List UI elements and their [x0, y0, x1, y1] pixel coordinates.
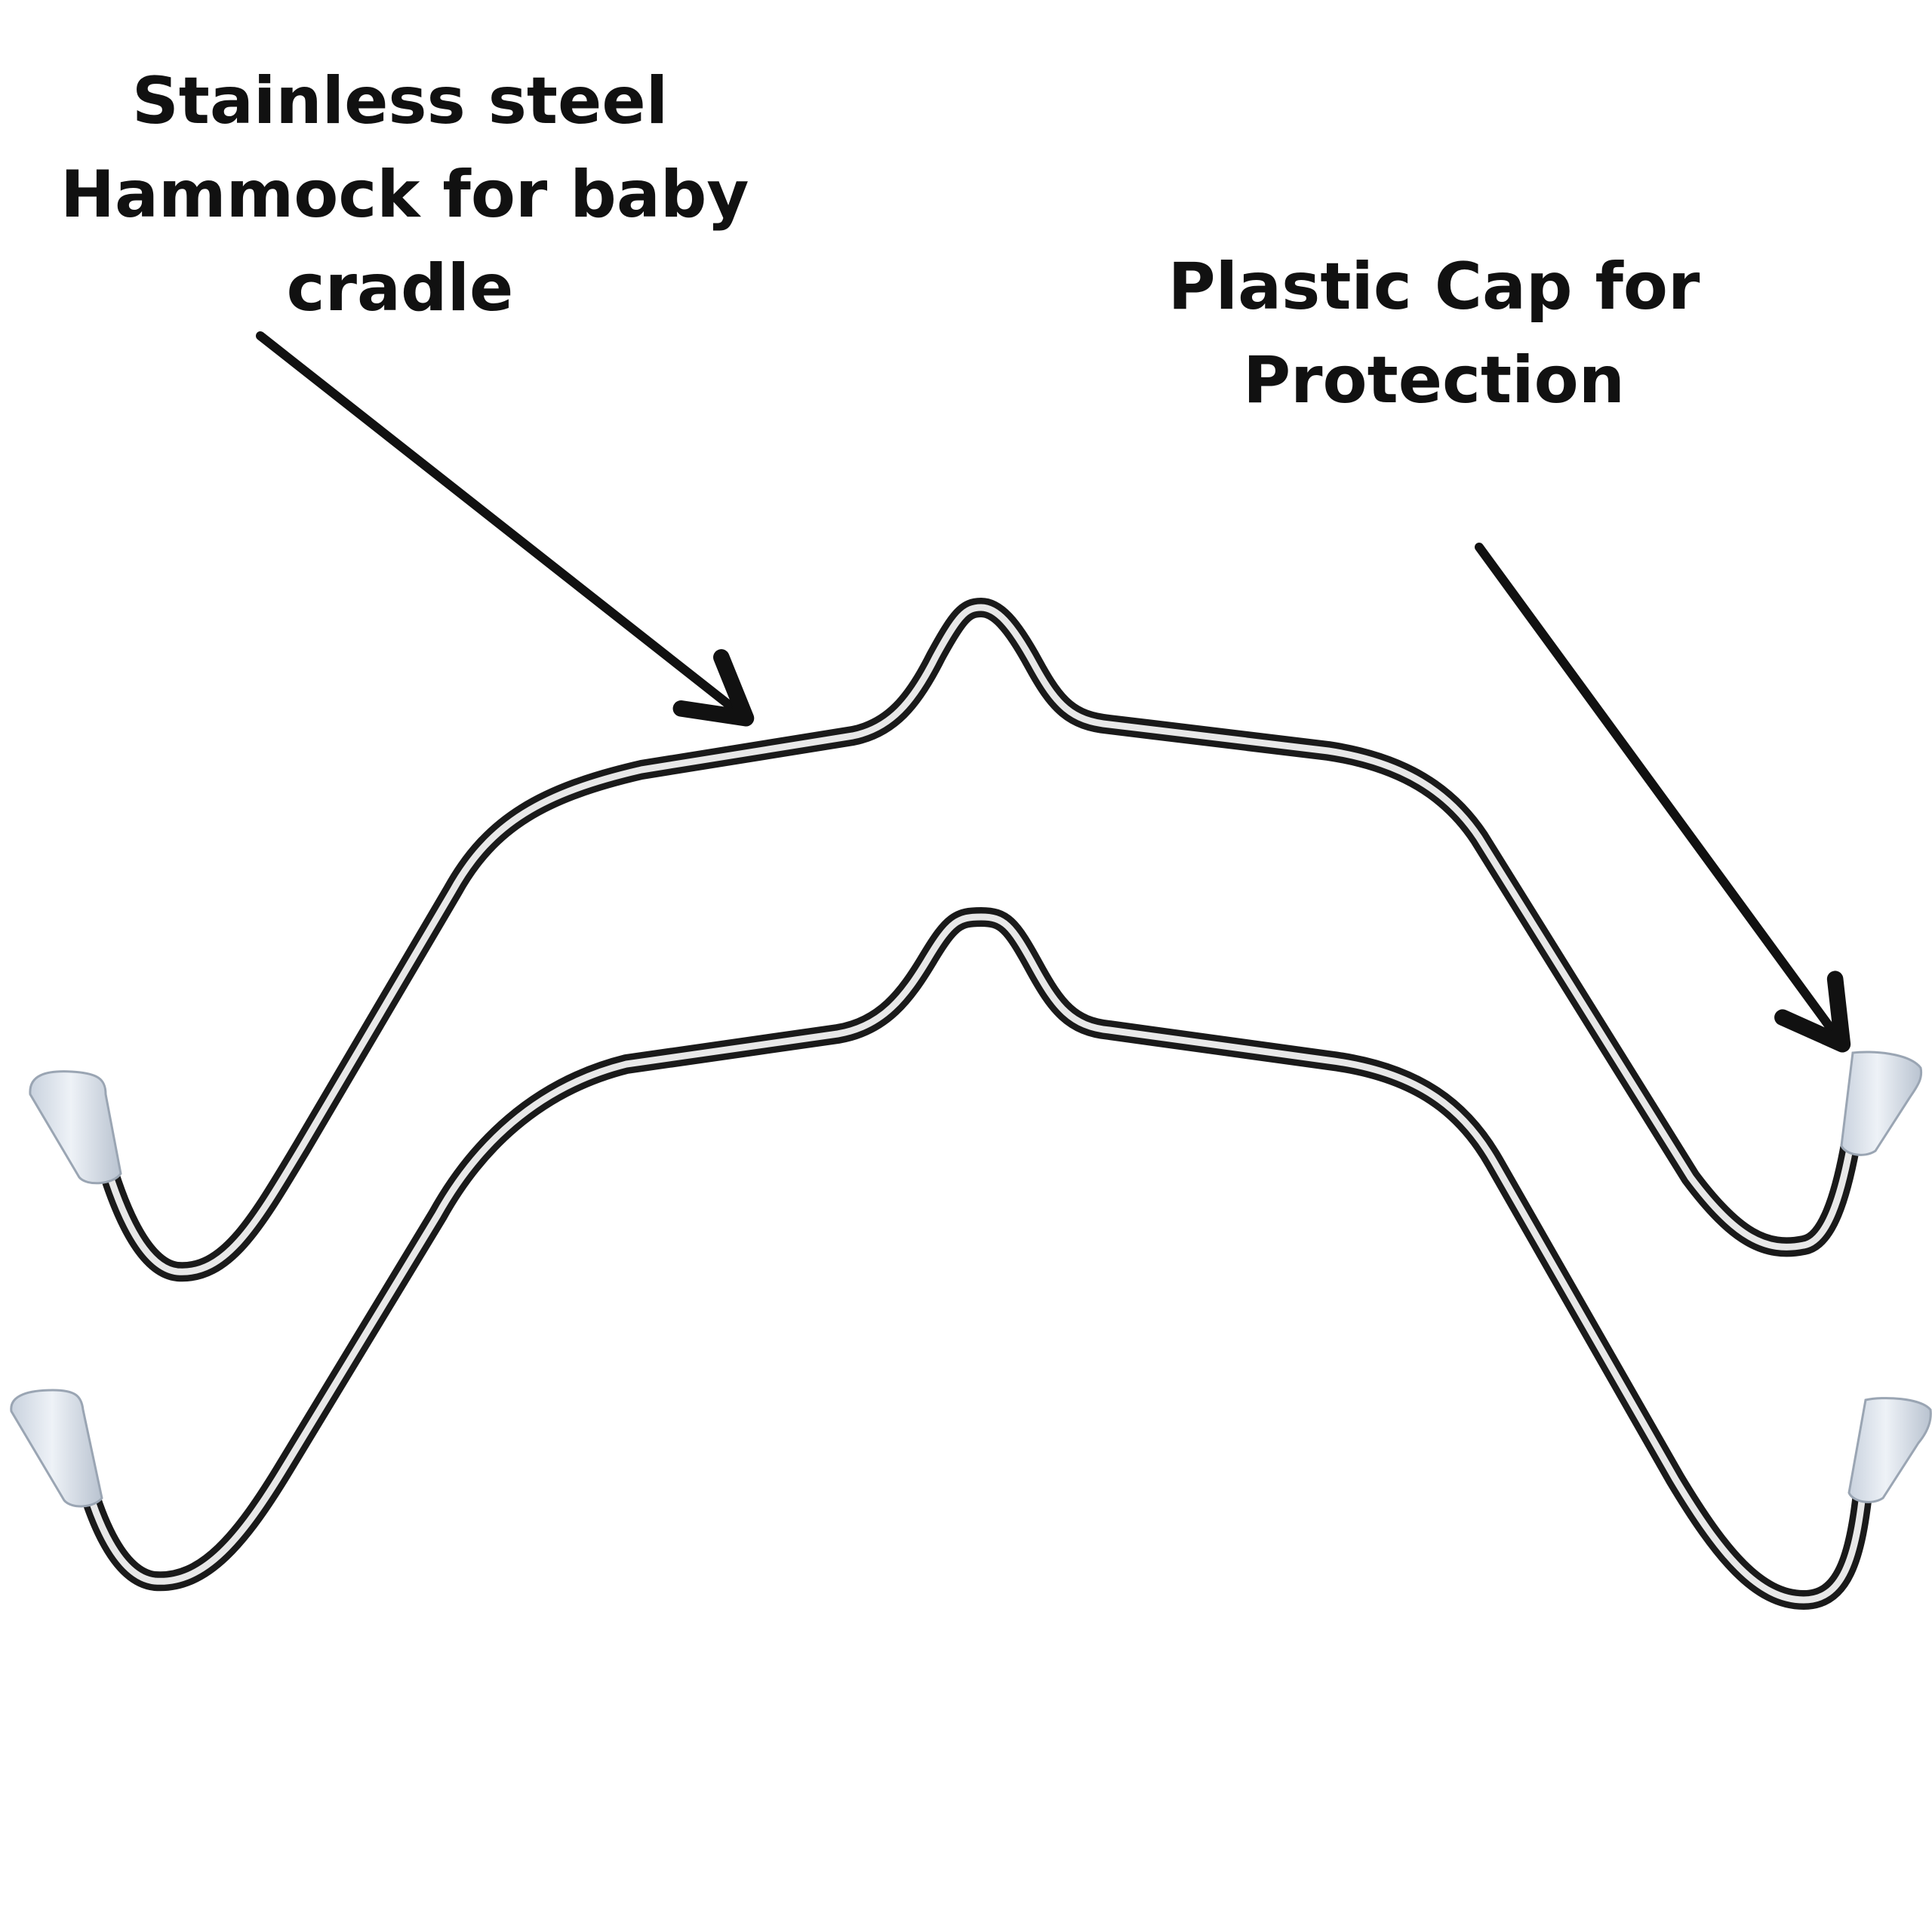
cap-callout-label: Plastic Cap for Protection [1132, 240, 1736, 427]
plastic-cap-bottom-right [1847, 1397, 1932, 1503]
hammock-hanger-bottom [62, 907, 1874, 1610]
hammock-callout-line-3: cradle [286, 251, 514, 326]
plastic-cap-bottom-left [10, 1389, 103, 1508]
hammock-hanger-top [81, 598, 1863, 1282]
hammock-callout-label: Stainless steel Hammock for baby cradle [60, 54, 749, 335]
cap-callout-line-2: Protection [1243, 343, 1625, 418]
hammock-callout-arrow [256, 331, 755, 727]
cap-callout-line-1: Plastic Cap for [1168, 249, 1700, 325]
cap-callout-arrow [1475, 543, 1851, 1053]
hammock-callout-line-1: Stainless steel [131, 63, 669, 139]
plastic-cap-top-right [1840, 1051, 1923, 1156]
hammock-callout-line-2: Hammock for baby [60, 157, 749, 232]
plastic-cap-top-left [29, 1070, 122, 1185]
